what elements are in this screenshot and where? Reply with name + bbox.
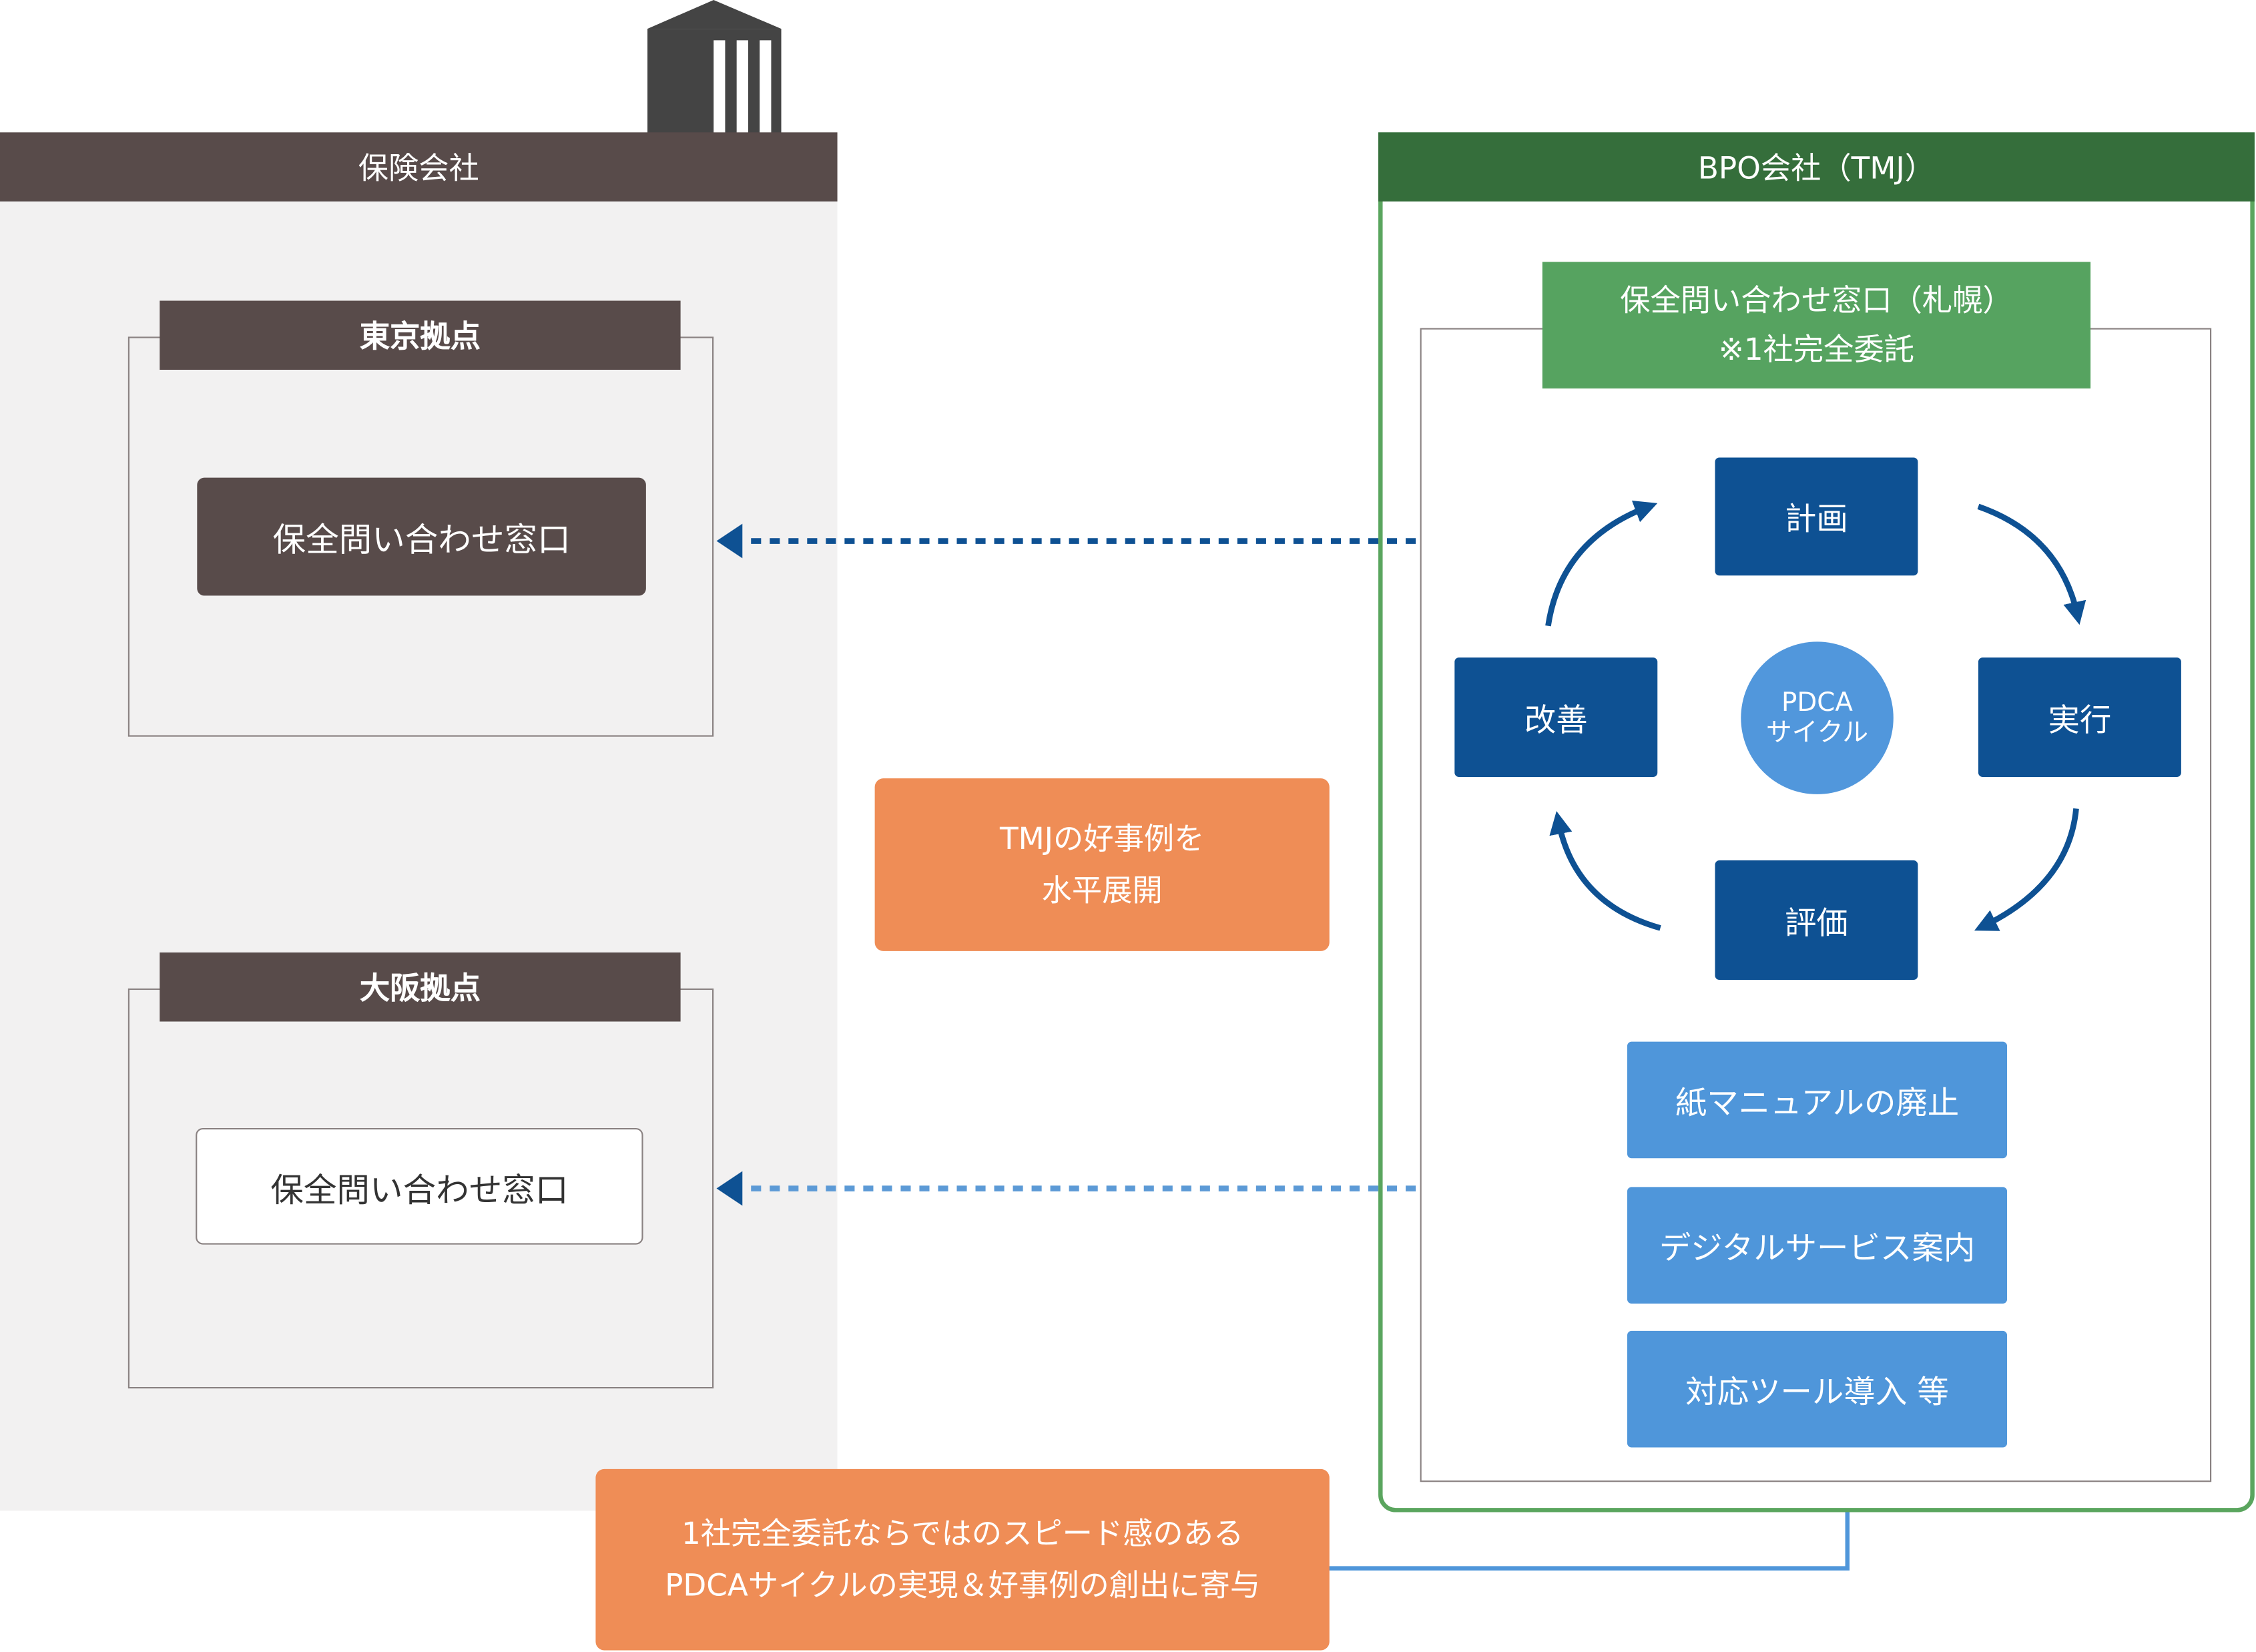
pdca-do-box: 実行 (1978, 657, 2181, 778)
measure-item: 対応ツール導入 等 (1627, 1330, 2008, 1448)
horizontal-rollout-line2: 水平展開 (1041, 873, 1163, 908)
pdca-act-box: 改善 (1454, 657, 1658, 778)
pdca-center-line2: サイクル (1765, 718, 1869, 748)
dashed-arrow-to-tokyo (716, 523, 1416, 559)
pdca-plan-box: 計画 (1715, 457, 1918, 576)
osaka-site-label: 大阪拠点 (160, 952, 681, 1022)
bottom-callout-connector (1326, 1512, 1850, 1571)
tokyo-inquiry-window: 保全問い合わせ窓口 (197, 477, 646, 596)
insurer-panel (0, 201, 838, 1511)
sapporo-window-label-line1: 保全問い合わせ窓口（札幌） (1620, 283, 2013, 318)
dashed-arrow-to-osaka (716, 1171, 1416, 1206)
speed-pdca-callout: 1社完全委託ならではのスピード感のある PDCAサイクルの実現＆好事例の創出に寄… (595, 1468, 1330, 1651)
sapporo-window-label-line2: ※1社完全委託 (1718, 332, 1914, 367)
measure-item: 紙マニュアルの廃止 (1627, 1041, 2008, 1159)
horizontal-rollout-line1: TMJの好事例を (999, 821, 1205, 856)
pdca-check-box: 評価 (1715, 860, 1918, 980)
cycle-arrows (1545, 500, 2086, 931)
speed-pdca-line1: 1社完全委託ならではのスピード感のある (681, 1517, 1244, 1551)
pdca-center-line1: PDCA (1781, 687, 1853, 718)
insurer-title: 保険会社 (0, 132, 838, 202)
osaka-inquiry-window: 保全問い合わせ窓口 (196, 1127, 643, 1245)
measure-item: デジタルサービス案内 (1627, 1187, 2008, 1304)
pdca-center-circle: PDCA サイクル (1741, 641, 1894, 794)
speed-pdca-line2: PDCAサイクルの実現＆好事例の創出に寄与 (665, 1568, 1261, 1603)
sapporo-window-label: 保全問い合わせ窓口（札幌） ※1社完全委託 (1542, 262, 2091, 389)
tokyo-site-label: 東京拠点 (160, 300, 681, 370)
horizontal-rollout-callout: TMJの好事例を 水平展開 (874, 778, 1330, 951)
bpo-title: BPO会社（TMJ） (1378, 132, 2255, 202)
